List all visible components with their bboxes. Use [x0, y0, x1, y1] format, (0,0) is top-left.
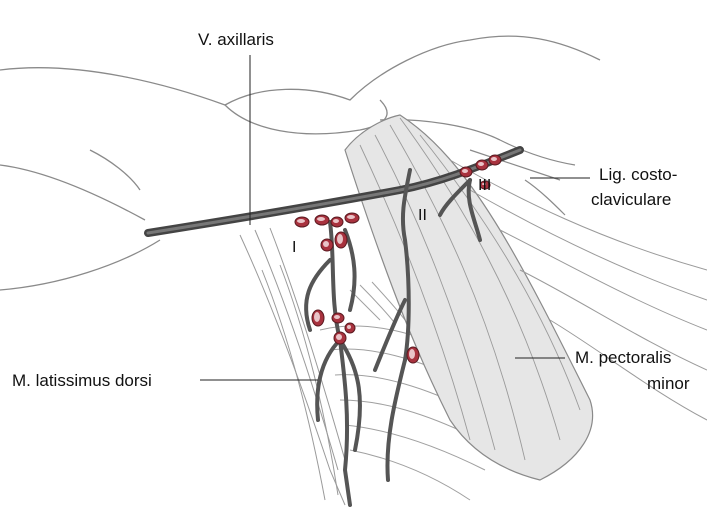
lymph-node-highlight	[323, 241, 329, 247]
lymph-node-highlight	[478, 162, 484, 166]
vein-label: V. axillaris	[198, 30, 274, 49]
lymph-node-highlight	[334, 315, 340, 319]
level-2-marker: II	[418, 207, 427, 224]
lymph-node-highlight	[409, 349, 415, 359]
lymph-node-highlight	[491, 157, 497, 161]
lymph-node-highlight	[333, 219, 339, 223]
level-3-marker: III	[478, 177, 491, 194]
pectoralis-label-line2: minor	[647, 374, 690, 393]
ligament-label-line2: claviculare	[591, 190, 671, 209]
lymph-node-highlight	[317, 217, 325, 221]
lymph-node-highlight	[336, 334, 342, 340]
latissimus-label: M. latissimus dorsi	[12, 371, 152, 390]
pectoralis-label-line1: M. pectoralis	[575, 348, 671, 367]
ligament-label-line1: Lig. costo-	[599, 165, 677, 184]
latissimus-dorsi-muscle	[240, 228, 345, 505]
lymph-node-highlight	[337, 234, 343, 244]
lymph-node-highlight	[314, 312, 320, 322]
level-1-marker: I	[292, 239, 296, 256]
lymph-node-highlight	[462, 169, 468, 173]
lymph-node-highlight	[297, 219, 305, 223]
lymph-node-highlight	[347, 215, 355, 219]
lymph-node-highlight	[347, 325, 351, 329]
